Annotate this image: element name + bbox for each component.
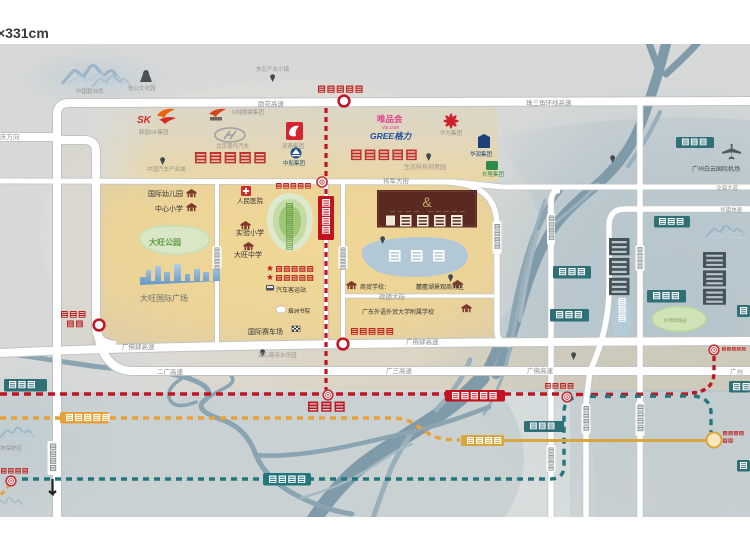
svg-text:广佛肆高速: 广佛肆高速 — [406, 337, 439, 346]
svg-text:庆方向: 庆方向 — [0, 132, 20, 141]
svg-text:实验小学: 实验小学 — [236, 228, 264, 237]
svg-text:中心小学: 中心小学 — [155, 204, 183, 213]
svg-text:华南快速: 华南快速 — [720, 206, 743, 214]
svg-text:包公文化园: 包公文化园 — [128, 84, 156, 92]
svg-text:长隆集团: 长隆集团 — [482, 170, 505, 178]
svg-text:人民医院: 人民医院 — [237, 196, 264, 205]
svg-text:国际幼儿园: 国际幼儿园 — [148, 189, 183, 198]
svg-text:广东外语外贸大学附属学校: 广东外语外贸大学附属学校 — [362, 308, 434, 316]
svg-text:大旺国际广场: 大旺国际广场 — [140, 293, 188, 303]
svg-text:广三高速: 广三高速 — [386, 366, 413, 375]
svg-text:肋花高速: 肋花高速 — [258, 99, 285, 108]
svg-text:双燕集团: 双燕集团 — [282, 142, 305, 150]
svg-text:SK: SK — [137, 115, 152, 126]
svg-text:唯品会: 唯品会 — [377, 114, 403, 124]
svg-text:珠三角环线高速: 珠三角环线高速 — [526, 98, 572, 107]
svg-text:华润集团: 华润集团 — [470, 150, 493, 158]
svg-text:汽车客运站: 汽车客运站 — [276, 286, 306, 294]
svg-text:广州: 广州 — [730, 367, 743, 376]
svg-text:二广高速: 二广高速 — [157, 367, 184, 376]
svg-text:将军大街: 将军大街 — [383, 176, 410, 185]
svg-text:华为集团: 华为集团 — [440, 129, 463, 137]
svg-text:北京现代汽车: 北京现代汽车 — [216, 142, 250, 150]
svg-text:国际赛车场: 国际赛车场 — [248, 327, 283, 336]
svg-text:大旺公园: 大旺公园 — [149, 237, 181, 247]
svg-text:东区产业小镇: 东区产业小镇 — [256, 65, 290, 73]
svg-text:广佛高速: 广佛高速 — [527, 366, 554, 375]
svg-text:韩国SK集团: 韩国SK集团 — [139, 128, 169, 136]
svg-text:以纯服装集团: 以纯服装集团 — [231, 108, 265, 116]
svg-text:岭南明珠园: 岭南明珠园 — [664, 317, 687, 324]
svg-text:vip.com: vip.com — [382, 125, 399, 131]
svg-text:中国汽车产业城: 中国汽车产业城 — [147, 165, 186, 173]
svg-text:中船集团: 中船集团 — [283, 159, 306, 167]
svg-text:&: & — [422, 194, 432, 210]
svg-text:生态科技创意园: 生态科技创意园 — [404, 163, 446, 171]
svg-text:商贸学校：: 商贸学校： — [360, 283, 390, 291]
svg-text:汶海大道: 汶海大道 — [716, 184, 739, 192]
svg-text:麓麈湖景观商务区: 麓麈湖景观商务区 — [416, 283, 464, 291]
svg-text:烟洲书院: 烟洲书院 — [288, 307, 311, 315]
svg-text:广佛肆高速: 广佛肆高速 — [122, 342, 155, 351]
svg-text:广州白云国际机场: 广州白云国际机场 — [692, 165, 740, 173]
svg-text:GREE格力: GREE格力 — [370, 131, 413, 141]
svg-text:大旺中学: 大旺中学 — [234, 250, 262, 259]
svg-text:中国硩洲岛: 中国硩洲岛 — [76, 87, 104, 95]
svg-text:地保护区: 地保护区 — [0, 444, 23, 452]
svg-text:湖心路亲水乐园: 湖心路亲水乐园 — [258, 351, 297, 359]
svg-text:政德大街: 政德大街 — [379, 292, 406, 301]
svg-text:×331cm: ×331cm — [0, 25, 49, 41]
